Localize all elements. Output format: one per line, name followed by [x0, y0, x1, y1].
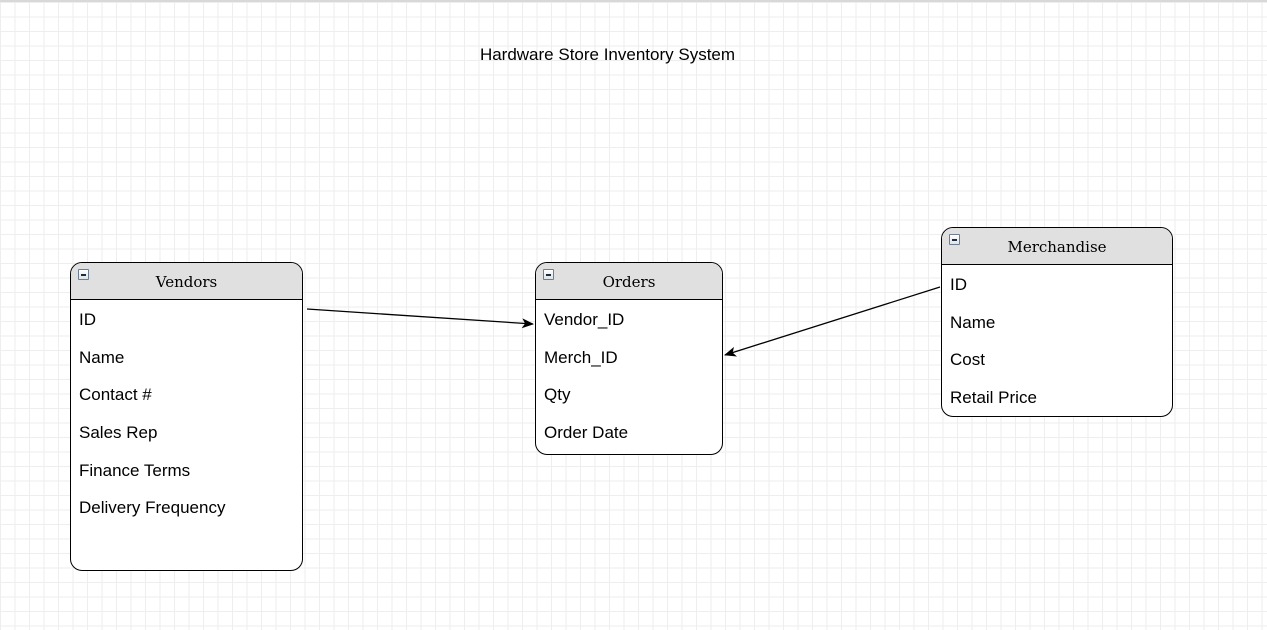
field-merchandise-retail-price[interactable]: Retail Price: [950, 388, 1037, 408]
table-merchandise-fields: ID Name Cost Retail Price: [942, 265, 1172, 416]
field-vendors-sales-rep[interactable]: Sales Rep: [79, 423, 158, 443]
table-orders-fields: Vendor_ID Merch_ID Qty Order Date: [536, 300, 722, 452]
table-vendors-header[interactable]: Vendors: [71, 263, 302, 300]
collapse-icon[interactable]: [949, 234, 960, 245]
table-vendors[interactable]: Vendors ID Name Contact # Sales Rep Fina…: [70, 262, 303, 571]
field-vendors-delivery-frequency[interactable]: Delivery Frequency: [79, 498, 226, 518]
field-orders-qty[interactable]: Qty: [544, 385, 571, 405]
table-merchandise[interactable]: Merchandise ID Name Cost Retail Price: [941, 227, 1173, 417]
table-merchandise-title: Merchandise: [1007, 238, 1107, 256]
collapse-icon[interactable]: [543, 269, 554, 280]
field-vendors-finance-terms[interactable]: Finance Terms: [79, 460, 191, 480]
field-orders-vendor-id[interactable]: Vendor_ID: [544, 310, 625, 329]
field-vendors-id[interactable]: ID: [79, 310, 96, 329]
field-merchandise-id[interactable]: ID: [950, 275, 967, 294]
field-vendors-name[interactable]: Name: [79, 347, 125, 367]
field-orders-order-date[interactable]: Order Date: [544, 423, 629, 443]
table-orders-header[interactable]: Orders: [536, 263, 722, 300]
field-merchandise-cost[interactable]: Cost: [950, 350, 985, 370]
field-vendors-contact[interactable]: Contact #: [79, 385, 152, 405]
connector-vendors-to-orders[interactable]: [306, 308, 534, 329]
collapse-icon[interactable]: [78, 269, 89, 280]
table-vendors-fields: ID Name Contact # Sales Rep Finance Term…: [71, 300, 302, 527]
connector-merchandise-to-orders[interactable]: [724, 286, 941, 357]
table-vendors-title: Vendors: [155, 273, 218, 291]
table-merchandise-header[interactable]: Merchandise: [942, 228, 1172, 265]
field-merchandise-name[interactable]: Name: [950, 312, 996, 332]
table-orders-title: Orders: [602, 273, 656, 291]
diagram-title[interactable]: Hardware Store Inventory System: [479, 45, 736, 64]
table-orders[interactable]: Orders Vendor_ID Merch_ID Qty Order Date: [535, 262, 723, 455]
field-orders-merch-id[interactable]: Merch_ID: [544, 347, 618, 367]
